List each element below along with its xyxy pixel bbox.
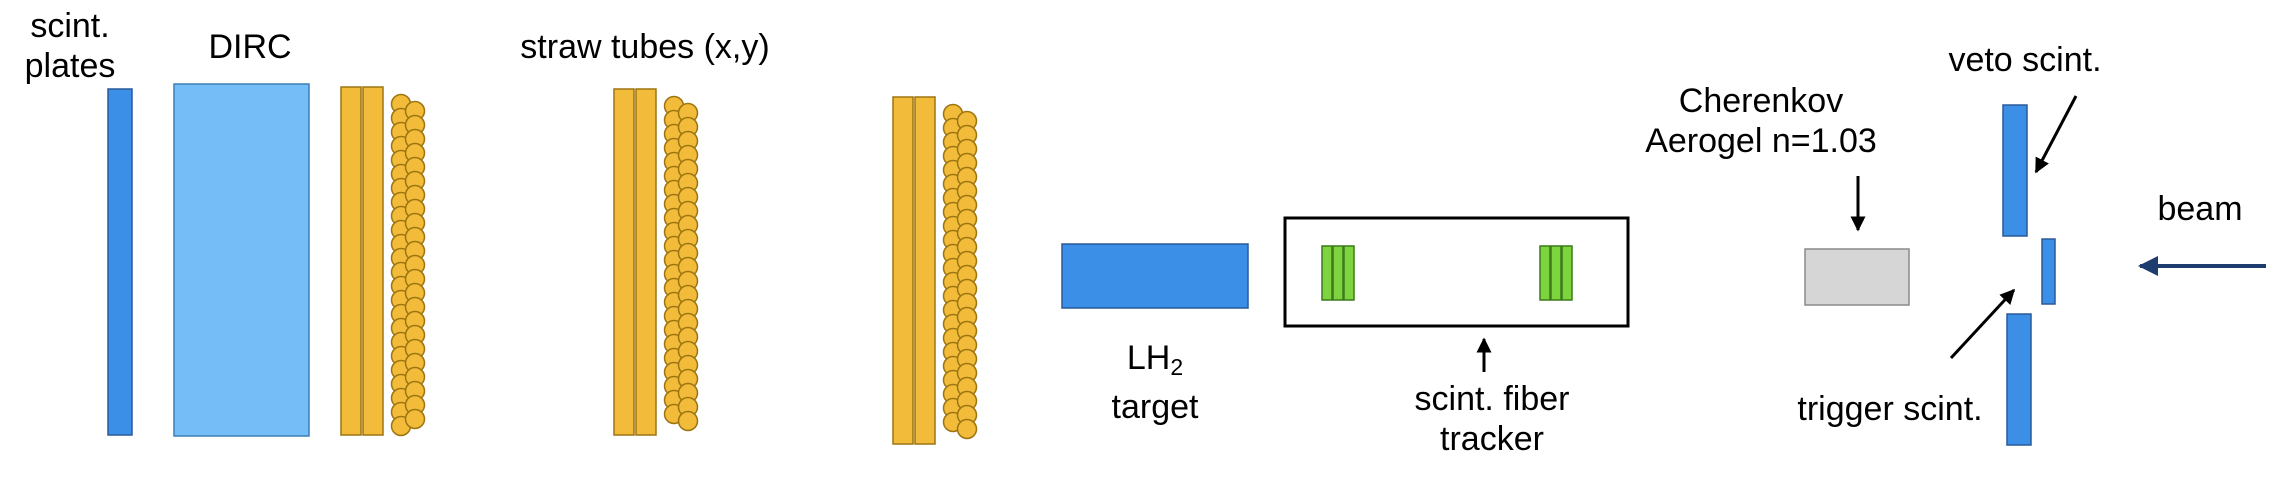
lh2-target bbox=[1061, 243, 1249, 309]
scint-plate bbox=[107, 88, 133, 436]
fiber-layers-upstream bbox=[1321, 245, 1355, 301]
straw-plane bbox=[340, 86, 362, 436]
fiber-layer bbox=[1332, 245, 1344, 301]
straw-plane bbox=[635, 88, 657, 436]
label-fiber-tracker-line1: scint. fiber bbox=[1414, 380, 1570, 418]
fiber-layer bbox=[1539, 245, 1551, 301]
fiber-layer bbox=[1550, 245, 1562, 301]
straw-plane bbox=[914, 96, 936, 445]
label-cherenkov-line2: Aerogel n=1.03 bbox=[1645, 122, 1877, 160]
veto-arrow bbox=[2034, 95, 2078, 174]
fiber-tracker-box bbox=[1283, 216, 1630, 328]
straw-plane bbox=[892, 96, 914, 445]
label-straw-tubes: straw tubes (x,y) bbox=[520, 28, 770, 66]
label-fiber-tracker: scint. fiber tracker bbox=[1372, 379, 1612, 459]
veto-scintillator bbox=[2002, 104, 2028, 237]
label-scint-plates-line2: plates bbox=[24, 47, 116, 85]
label-target: target bbox=[1111, 388, 1199, 426]
aerogel-cherenkov bbox=[1804, 248, 1910, 306]
label-lh2-target: LH2 target bbox=[1075, 338, 1235, 427]
label-cherenkov: Cherenkov Aerogel n=1.03 bbox=[1611, 81, 1911, 161]
straw-tube-station-1 bbox=[340, 86, 426, 437]
fiber-layer bbox=[1343, 245, 1355, 301]
label-fiber-tracker-line2: tracker bbox=[1440, 420, 1544, 458]
straw-tube-station-3 bbox=[892, 96, 978, 445]
label-trigger: trigger scint. bbox=[1797, 390, 1983, 428]
label-beam: beam bbox=[2157, 190, 2243, 228]
straw-plane bbox=[362, 86, 384, 436]
label-scint-plates-line1: scint. bbox=[30, 7, 110, 45]
trigger-scintillator bbox=[2041, 238, 2056, 305]
fiber-layer bbox=[1561, 245, 1573, 301]
veto-scintillator-lower bbox=[2006, 313, 2032, 446]
dirc-detector bbox=[173, 83, 310, 437]
label-veto: veto scint. bbox=[1948, 41, 2102, 79]
straw-tube-station-2 bbox=[613, 88, 699, 436]
label-dirc: DIRC bbox=[208, 28, 292, 66]
straw-tube bbox=[677, 410, 699, 432]
trigger-arrow bbox=[1949, 288, 2016, 360]
label-cherenkov-line1: Cherenkov bbox=[1678, 82, 1844, 120]
label-scint-plates: scint. plates bbox=[5, 6, 135, 86]
straw-tube bbox=[956, 418, 978, 440]
straw-tube bbox=[404, 408, 426, 430]
fiber-layer bbox=[1321, 245, 1333, 301]
straw-plane bbox=[613, 88, 635, 436]
fiber-layers-downstream bbox=[1539, 245, 1573, 301]
label-lh2: LH2 bbox=[1126, 339, 1184, 380]
